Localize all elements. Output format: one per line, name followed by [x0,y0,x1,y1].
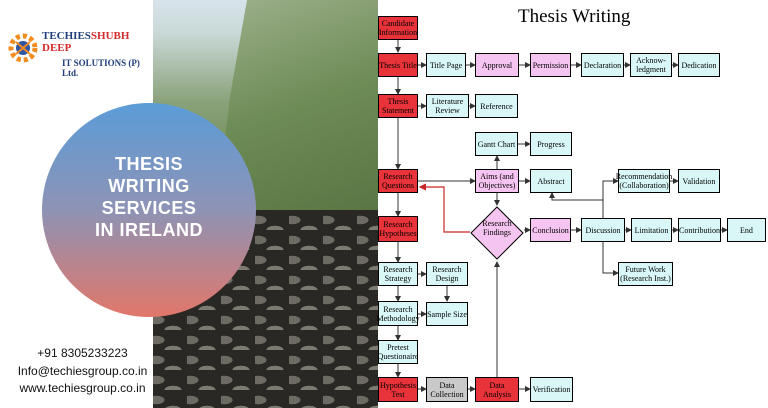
node-title-page: Title Page [426,53,466,77]
hero-circle [42,103,256,317]
node-approval: Approval [475,53,519,77]
node-hypothesis-test: Hypothesis Test [378,377,418,402]
company-logo: TECHIESSHUBH DEEP IT SOLUTIONS (P) Ltd. [6,28,156,78]
node-research-design: Research Design [426,262,468,286]
node-limitation: Limitation [631,218,672,242]
node-research-strategy: Research Strategy [378,262,418,286]
node-abstract: Abstract [530,169,572,193]
node-candidate-information: Candidate Information [378,16,418,40]
node-discussion: Discussion [581,218,625,242]
node-end: End [727,218,766,242]
hero-line-3: SERVICES [101,198,197,218]
node-gantt-chart: Gantt Chart [475,132,518,156]
node-validation: Validation [678,169,720,193]
node-data-analysis: Data Analysis [475,377,519,402]
node-pretest-questionaire: Pretest Questionaire [378,340,418,364]
logo-name-part2: SHUBH DEEP [42,30,130,54]
website-link[interactable]: www.techiesgroup.co.in [19,381,146,395]
logo-subtitle: IT SOLUTIONS (P) Ltd. [62,58,140,78]
node-research-findings: Research Findings [482,219,512,237]
logo-name: TECHIESSHUBH DEEP [42,30,156,54]
node-future-work: Future Work (Research Inst.) [618,262,673,286]
node-progress: Progress [530,132,572,156]
node-research-questions: Research Questions [378,169,418,193]
node-research-hypotheses: Research Hypotheses [378,216,418,242]
gear-logo-icon [8,33,38,63]
node-declaration: Declaration [581,53,624,77]
node-recommendation: Recommendation (Collaboration) [616,169,672,193]
hero-title: THESIS WRITING SERVICES IN IRELAND [42,153,256,241]
node-dedication: Dedication [678,53,720,77]
logo-name-part1: TECHIES [42,30,91,42]
hero-line-2: WRITING [108,176,190,196]
node-thesis-statement: Thesis Statement [378,94,418,118]
thesis-flowchart: Thesis Writing [376,0,768,408]
node-verification: Verification [530,377,573,402]
phone-number[interactable]: +91 8305233223 [37,346,128,360]
node-permission: Permission [530,53,571,77]
hero-line-1: THESIS [114,154,183,174]
diagram-title: Thesis Writing [518,6,631,27]
node-conclusion: Conclusion [530,218,571,242]
research-findings-diamond [470,206,524,260]
node-contribution: Contribution [678,218,721,242]
flowchart-connectors [395,40,728,392]
node-literature-review: Literature Review [426,94,469,118]
node-data-collection: Data Collection [426,377,468,402]
node-reference: Reference [475,94,518,118]
node-sample-size: Sample Size [426,302,468,326]
node-aims-objectives: Aims (and Objectives) [475,169,519,193]
hero-line-4: IN IRELAND [95,220,203,240]
node-research-methodology: Research Methodology [376,301,420,326]
node-acknowledgment: Acknow-ledgment [630,53,672,77]
node-thesis-title: Thesis Title [378,53,418,77]
email-address[interactable]: Info@techiesgroup.co.in [17,364,148,378]
